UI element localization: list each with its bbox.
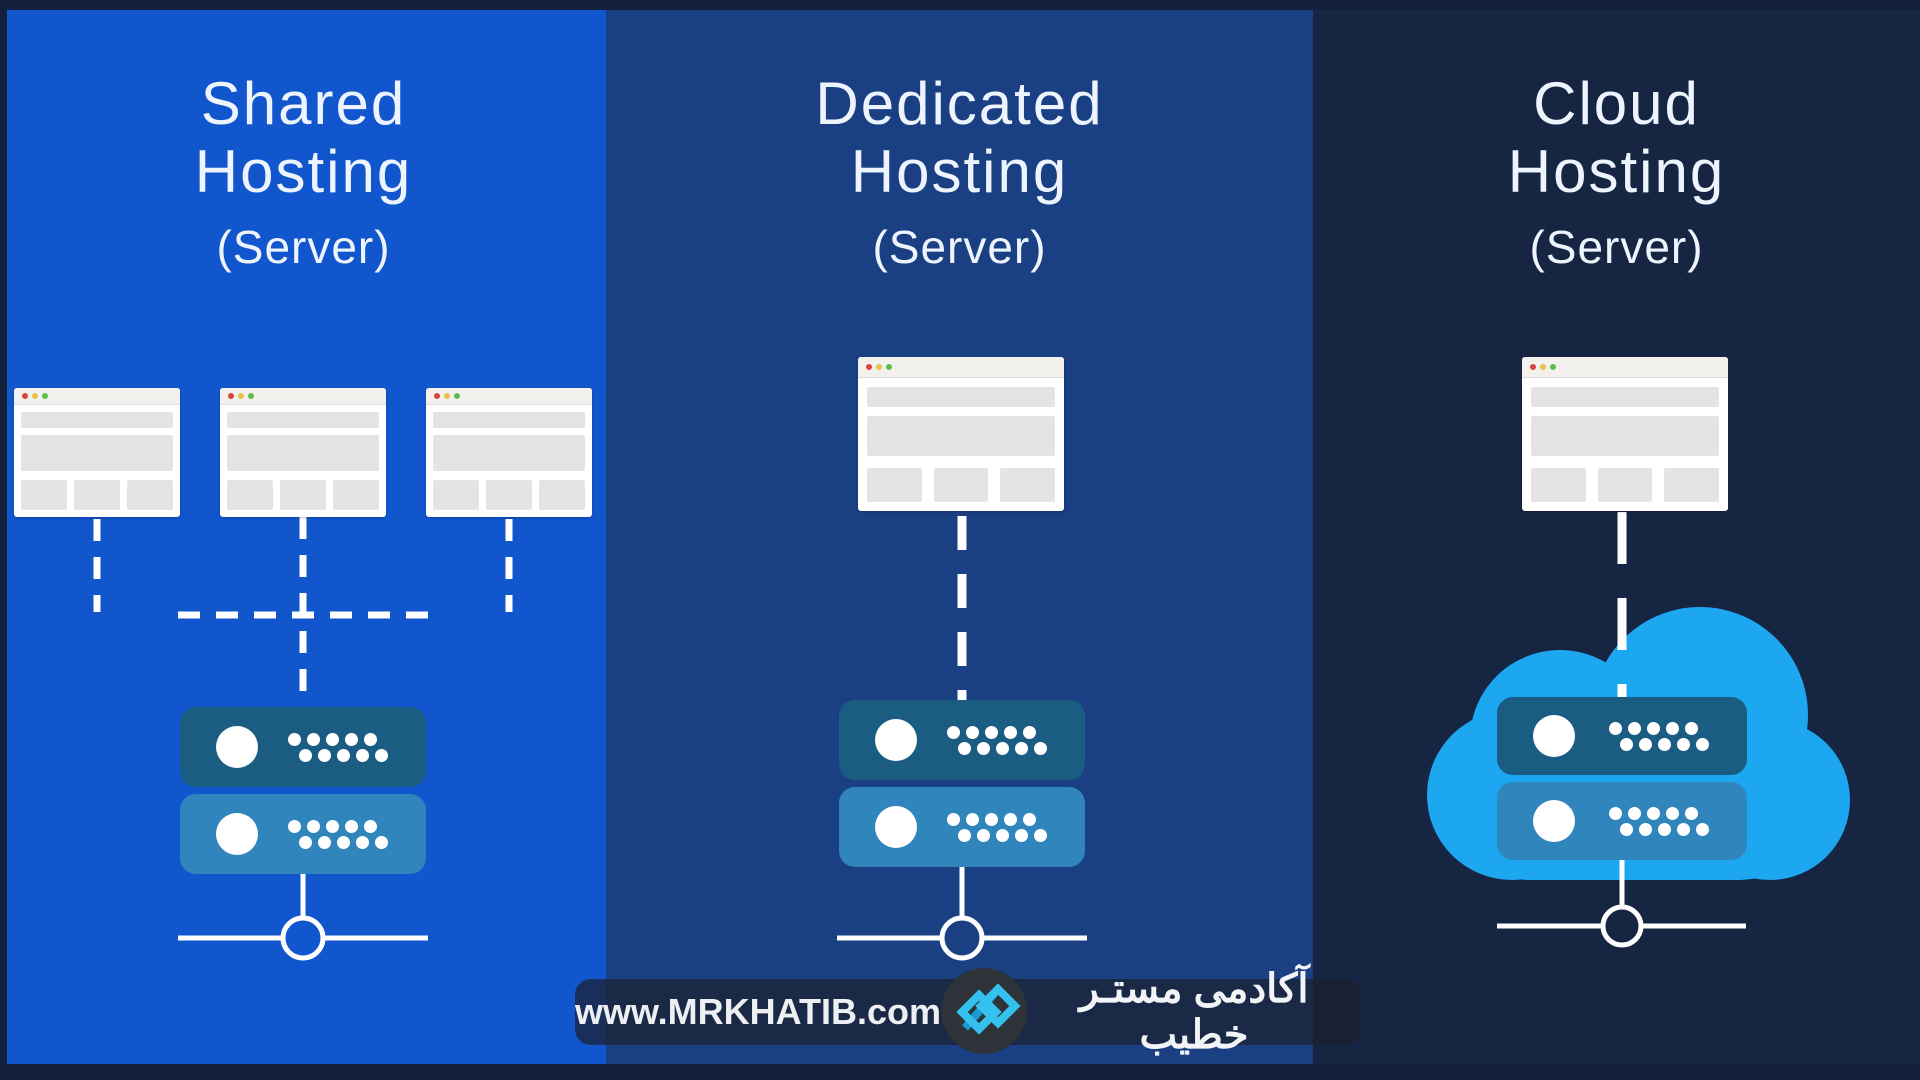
content-placeholder xyxy=(227,435,379,471)
red-dot-icon xyxy=(866,364,872,370)
card-placeholder xyxy=(1664,468,1719,502)
card-placeholder xyxy=(1000,468,1055,502)
cloud-hosting-panel: Cloud Hosting (Server) xyxy=(1313,10,1920,1064)
card-placeholder xyxy=(127,480,173,510)
green-dot-icon xyxy=(1550,364,1556,370)
browser-page xyxy=(14,405,180,517)
card-placeholder xyxy=(486,480,532,510)
red-dot-icon xyxy=(434,393,440,399)
vent-dots-icon xyxy=(947,812,1047,842)
yellow-dot-icon xyxy=(876,364,882,370)
title-line: (Server) xyxy=(1529,221,1704,273)
vent-dots-icon xyxy=(288,732,388,762)
shared-hosting-title: Shared Hosting (Server) xyxy=(1,70,606,274)
navbar-placeholder xyxy=(433,412,585,428)
card-placeholder xyxy=(227,480,273,510)
power-led-icon xyxy=(216,813,258,855)
title-line: (Server) xyxy=(872,221,1047,273)
card-placeholder xyxy=(333,480,379,510)
logo-icon xyxy=(941,968,1027,1054)
card-placeholder xyxy=(433,480,479,510)
client-browser-window xyxy=(220,388,386,517)
title-line: Hosting xyxy=(850,138,1069,205)
vent-dots-icon xyxy=(947,725,1047,755)
mrkhatib-infinity-logo xyxy=(941,968,1027,1054)
title-line: Hosting xyxy=(194,138,413,205)
content-placeholder xyxy=(867,416,1055,456)
card-placeholder xyxy=(21,480,67,510)
power-led-icon xyxy=(1533,715,1575,757)
green-dot-icon xyxy=(42,393,48,399)
card-placeholder xyxy=(539,480,585,510)
brand-name-farsi: آکادمی مستـر خطیب xyxy=(1079,967,1309,1057)
red-dot-icon xyxy=(1530,364,1536,370)
server-unit xyxy=(180,794,426,874)
card-placeholder xyxy=(74,480,120,510)
title-line: Cloud xyxy=(1533,70,1700,137)
red-dot-icon xyxy=(228,393,234,399)
power-led-icon xyxy=(875,719,917,761)
vent-dots-icon xyxy=(1609,806,1709,836)
browser-titlebar xyxy=(14,388,180,405)
shared-hosting-panel: Shared Hosting (Server) xyxy=(7,10,606,1064)
title-line: Dedicated xyxy=(815,70,1104,137)
title-line: Shared xyxy=(200,70,407,137)
red-dot-icon xyxy=(22,393,28,399)
card-placeholder xyxy=(1597,468,1653,502)
power-led-icon xyxy=(216,726,258,768)
content-placeholder xyxy=(21,435,173,471)
footer-branding-bar: www.MRKHATIB.com آکادمی مستـر خطیب xyxy=(575,967,1361,1057)
navbar-placeholder xyxy=(1531,387,1719,407)
title-line: Hosting xyxy=(1507,138,1726,205)
client-browser-window xyxy=(858,357,1064,511)
card-placeholder xyxy=(867,468,922,502)
client-browser-window xyxy=(1522,357,1728,511)
content-placeholder xyxy=(433,435,585,471)
yellow-dot-icon xyxy=(1540,364,1546,370)
dedicated-hosting-title: Dedicated Hosting (Server) xyxy=(606,70,1313,274)
browser-titlebar xyxy=(426,388,592,405)
browser-page xyxy=(426,405,592,517)
power-led-icon xyxy=(1533,800,1575,842)
browser-page xyxy=(1522,378,1728,511)
dedicated-hosting-panel: Dedicated Hosting (Server) xyxy=(606,10,1313,1064)
server-unit xyxy=(180,707,426,787)
green-dot-icon xyxy=(886,364,892,370)
browser-titlebar xyxy=(858,357,1064,378)
title-line: (Server) xyxy=(216,221,391,273)
card-placeholder xyxy=(280,480,326,510)
server-unit xyxy=(1497,782,1747,860)
green-dot-icon xyxy=(248,393,254,399)
green-dot-icon xyxy=(454,393,460,399)
navbar-placeholder xyxy=(21,412,173,428)
navbar-placeholder xyxy=(227,412,379,428)
yellow-dot-icon xyxy=(32,393,38,399)
yellow-dot-icon xyxy=(444,393,450,399)
vent-dots-icon xyxy=(1609,721,1709,751)
yellow-dot-icon xyxy=(238,393,244,399)
power-led-icon xyxy=(875,806,917,848)
card-placeholder xyxy=(933,468,989,502)
browser-page xyxy=(858,378,1064,511)
browser-titlebar xyxy=(220,388,386,405)
content-placeholder xyxy=(1531,416,1719,456)
client-browser-window xyxy=(14,388,180,517)
cloud-hosting-title: Cloud Hosting (Server) xyxy=(1313,70,1920,274)
client-browser-window xyxy=(426,388,592,517)
card-placeholder xyxy=(1531,468,1586,502)
browser-page xyxy=(220,405,386,517)
server-unit xyxy=(839,700,1085,780)
vent-dots-icon xyxy=(288,819,388,849)
browser-titlebar xyxy=(1522,357,1728,378)
server-unit xyxy=(839,787,1085,867)
navbar-placeholder xyxy=(867,387,1055,407)
server-unit xyxy=(1497,697,1747,775)
website-url: www.MRKHATIB.com xyxy=(575,991,941,1032)
